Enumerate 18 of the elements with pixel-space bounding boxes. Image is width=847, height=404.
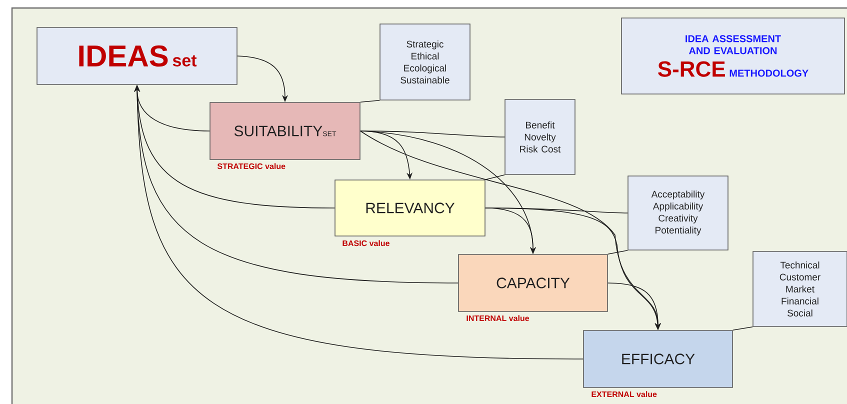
stage-box: EFFICACY (583, 330, 733, 388)
connector-line (732, 326, 753, 330)
value-label: EXTERNAL value (592, 391, 657, 398)
stage-box: RELEVANCY (334, 180, 486, 236)
stage-box: CAPACITY (458, 254, 608, 312)
value-label: STRATEGIC value (217, 163, 286, 170)
connector-line (485, 174, 505, 180)
value-label: BASIC value (342, 240, 390, 246)
value-label: INTERNAL value (466, 315, 530, 322)
connector-line (360, 100, 380, 102)
criteria-box: Benefit Novelty Risk Cost (504, 99, 576, 175)
criteria-box: Strategic Ethical Ecological Sustainable (380, 24, 470, 100)
connector-line (608, 250, 628, 254)
title-box: IDEA ASSESSMENT AND EVALUATION S-RCE METHODOLOGY (621, 18, 845, 94)
connector-line (485, 208, 628, 214)
criteria-box: Technical Customer Market Financial Social (752, 251, 847, 327)
criteria-box: Acceptability Applicability Creativity Potentiality (628, 176, 728, 250)
ideas-box: IDEAS set (36, 27, 238, 85)
